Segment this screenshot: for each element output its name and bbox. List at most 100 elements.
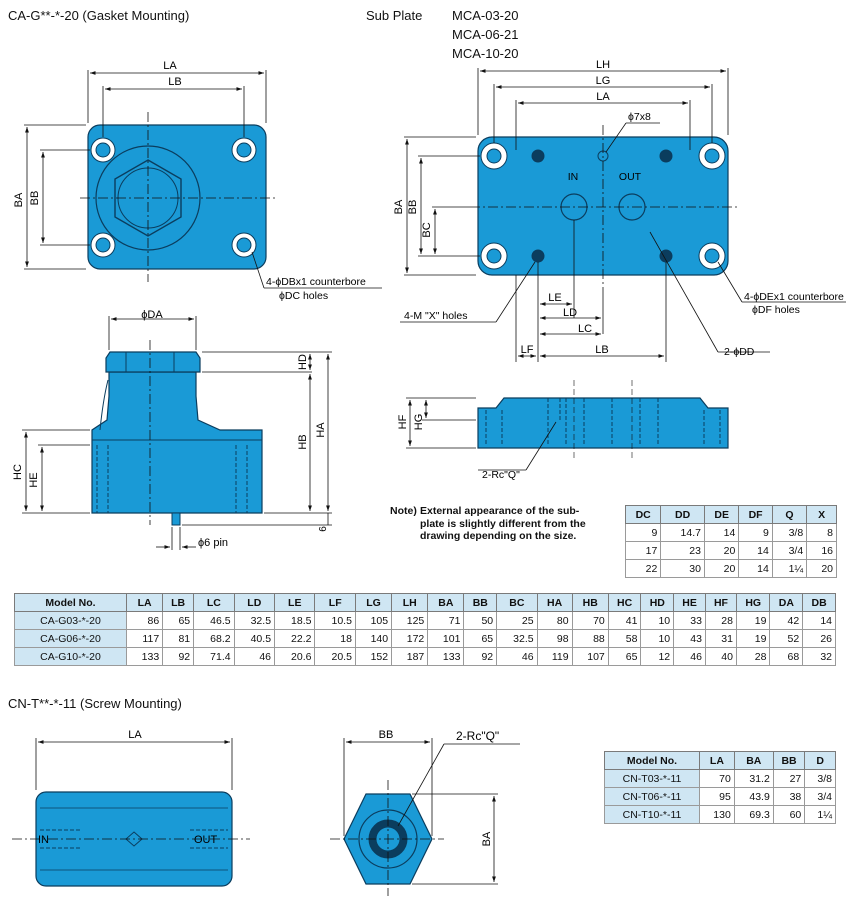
table-cell: 172 — [391, 629, 429, 648]
table-cell: 14 — [703, 523, 740, 542]
table-cell: 20 — [806, 559, 837, 578]
label-le: LE — [548, 292, 561, 304]
small-table-header: Q — [771, 505, 808, 524]
subplate-side-view — [477, 380, 729, 460]
table-cell: 152 — [354, 647, 393, 666]
table-cell: 98 — [536, 629, 573, 648]
main-table-header: HC — [607, 593, 642, 612]
label-bb-sub: BB — [407, 200, 419, 215]
label-hf: HF — [397, 414, 409, 429]
table-cell: 46.5 — [193, 611, 235, 630]
main-table-header: HD — [640, 593, 675, 612]
table-cell: 26 — [802, 629, 836, 648]
dim-pin — [156, 527, 196, 550]
table-cell: 133 — [125, 647, 164, 666]
label-ld: LD — [563, 307, 577, 319]
label-rcq-sub: 2-Rc"Q" — [482, 469, 520, 481]
dim-da — [108, 316, 197, 350]
table-cell: 1¼ — [771, 559, 808, 578]
label-lh: LH — [596, 59, 610, 71]
cn-table-header-row: Model No. LA BA BB D — [604, 751, 836, 770]
table-cell: 70 — [699, 769, 735, 788]
table-cell: 9 — [738, 523, 773, 542]
dim-hf-hg — [406, 397, 476, 449]
dim-lh-lg-la — [477, 68, 729, 150]
screw-title: CN-T**-*-11 (Screw Mounting) — [8, 696, 182, 711]
main-table-header: HF — [704, 593, 737, 612]
label-da: ϕDA — [141, 309, 163, 321]
table-cell: 1¼ — [804, 805, 836, 824]
label-lg: LG — [596, 75, 611, 87]
table-cell: 68 — [769, 647, 804, 666]
main-table-header: BB — [463, 593, 498, 612]
note-line-1: External appearance of the sub- — [420, 505, 580, 517]
label-la: LA — [163, 60, 177, 72]
label-out: OUT — [619, 171, 642, 183]
cn-table-header: BB — [772, 751, 806, 770]
main-table-header: LA — [125, 593, 164, 612]
label-rcq-cn: 2-Rc"Q" — [456, 729, 499, 743]
table-cell: 3/8 — [771, 523, 808, 542]
table-cell: 22 — [624, 559, 662, 578]
note-prefix: Note) — [390, 505, 417, 517]
main-table-header: BA — [427, 593, 465, 612]
small-table-header: DC — [624, 505, 662, 524]
table-cell: 19 — [735, 629, 771, 648]
label-hc: HC — [12, 464, 24, 480]
label-mx: 4-M "X" holes — [404, 310, 467, 322]
table-cell: 20 — [703, 559, 740, 578]
table-cell: 9 — [624, 523, 662, 542]
table-cell: 80 — [536, 611, 573, 630]
main-table-header: LD — [233, 593, 276, 612]
table-cell: 117 — [125, 629, 164, 648]
table-cell: 187 — [391, 647, 429, 666]
table-cell: 18 — [314, 629, 356, 648]
note-text: External appearance of the sub- plate is… — [420, 505, 610, 543]
label-la-cn: LA — [128, 729, 142, 741]
table-cell: 46 — [673, 647, 706, 666]
table-cell: 22.2 — [274, 629, 316, 648]
table-cell: 60 — [772, 805, 806, 824]
dim-hd-hb-ha — [182, 351, 332, 526]
label-pin: ϕ6 pin — [198, 537, 228, 549]
label-bc-sub: BC — [421, 222, 433, 237]
cn-end-view — [330, 780, 444, 896]
cn-table-header: D — [804, 751, 836, 770]
table-cell: 14 — [738, 541, 773, 560]
subplate-top-view — [470, 125, 740, 290]
label-six: 6 — [318, 526, 329, 532]
model-number-cell: CA-G10-*-20 — [14, 647, 127, 666]
subplate-model-2: MCA-06-21 — [452, 27, 519, 42]
table-cell: 65 — [607, 647, 642, 666]
gasket-title: CA-G**-*-20 (Gasket Mounting) — [8, 8, 190, 23]
dim-la-lb — [87, 70, 267, 137]
table-cell: 40.5 — [233, 629, 276, 648]
table-cell: 81 — [162, 629, 195, 648]
table-cell: 14 — [738, 559, 773, 578]
leader-counterbore1 — [251, 251, 265, 289]
table-cell: 46 — [496, 647, 538, 666]
table-cell: 28 — [704, 611, 737, 630]
main-table-header: HA — [536, 593, 573, 612]
main-table-header: HG — [735, 593, 771, 612]
table-cell: 119 — [536, 647, 573, 666]
table-cell: 140 — [354, 629, 393, 648]
table-cell: 32.5 — [233, 611, 276, 630]
subplate-label: Sub Plate — [366, 8, 423, 23]
gasket-top-view — [80, 112, 275, 282]
table-cell: 3/4 — [771, 541, 808, 560]
model-number-cell: CN-T06-*-11 — [604, 787, 700, 806]
main-table-header: LF — [314, 593, 356, 612]
table-cell: 30 — [660, 559, 705, 578]
table-cell: 69.3 — [733, 805, 774, 824]
note-line-2: plate is slightly different from the — [420, 517, 586, 530]
table-cell: 19 — [735, 611, 771, 630]
label-out-cn: OUT — [194, 834, 218, 846]
